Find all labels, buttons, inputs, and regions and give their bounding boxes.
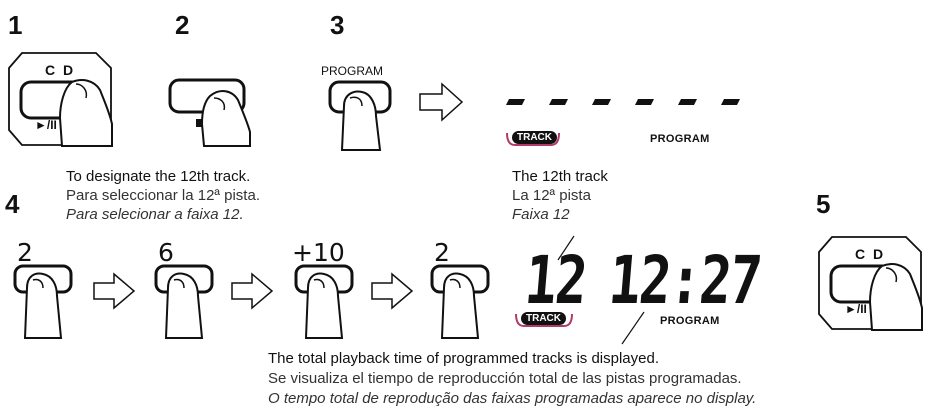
track-badge: TRACK [521, 312, 566, 325]
finger-press-icon [868, 263, 923, 331]
cd-play-button-panel-step5[interactable]: C D ►/II [818, 236, 923, 331]
cd-play-button-panel[interactable]: C D ►/II [8, 52, 113, 147]
program-button-outline [328, 80, 392, 151]
stop-button-outline [168, 78, 251, 147]
track12-text-pt: Faixa 12 [512, 206, 570, 223]
step-number-1: 1 [8, 10, 23, 40]
total-time-display: 12:27 [606, 242, 764, 319]
program-button-label: PROGRAM [321, 64, 384, 78]
number-key-2[interactable] [13, 264, 77, 339]
key-label-2b: 2 [434, 238, 450, 267]
step-number-3: 3 [330, 10, 345, 40]
total-time-text-en: The total playback time of programmed tr… [268, 350, 660, 367]
play-pause-symbol: ►/II [845, 302, 867, 316]
arrow-right-icon [231, 272, 274, 310]
pointer-line [621, 311, 645, 345]
program-indicator: PROGRAM [650, 133, 710, 145]
total-time-text-pt: O tempo total de reprodução das faixas p… [268, 390, 757, 407]
track12-text-es: La 12ª pista [512, 187, 591, 204]
step-number-5: 5 [816, 189, 831, 219]
program-indicator-bottom: PROGRAM [660, 315, 720, 327]
pointer-line [557, 235, 575, 261]
finger-press-icon [58, 79, 113, 147]
arrow-right-icon [371, 272, 414, 310]
key-label-plus10: +10 [292, 238, 345, 267]
designate-text-es: Para seleccionar la 12ª pista. [66, 187, 260, 204]
designate-text-pt: Para selecionar a faixa 12. [66, 206, 244, 223]
play-pause-symbol: ►/II [35, 118, 57, 132]
number-key-2b[interactable] [430, 264, 494, 339]
step-number-2: 2 [175, 10, 190, 40]
cd-label: C D [854, 246, 886, 262]
arrow-right-icon [419, 82, 464, 122]
track12-text-en: The 12th track [512, 168, 608, 185]
arrow-right-icon [93, 272, 136, 310]
key-label-2: 2 [17, 238, 33, 267]
track-badge: TRACK [512, 131, 557, 144]
number-key-6[interactable] [154, 264, 218, 339]
track-number-display: 12 [522, 242, 589, 319]
stop-icon [196, 119, 204, 127]
key-label-6: 6 [158, 238, 174, 267]
designate-text-en: To designate the 12th track. [66, 168, 251, 185]
number-key-plus10[interactable] [294, 264, 358, 339]
display-dashes [505, 96, 755, 108]
cd-label: C D [44, 62, 76, 78]
step-number-4: 4 [5, 189, 20, 219]
total-time-text-es: Se visualiza el tiempo de reproducción t… [268, 370, 742, 387]
program-button[interactable] [328, 80, 398, 151]
stop-button[interactable] [168, 74, 258, 147]
